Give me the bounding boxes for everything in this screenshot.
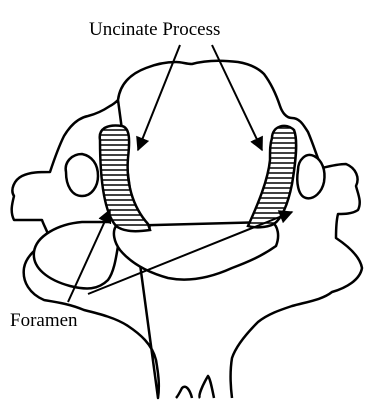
right-transverse-foramen — [297, 155, 324, 198]
foramen-label: Foramen — [10, 311, 78, 330]
uncinate-process-label: Uncinate Process — [89, 20, 220, 39]
left-transverse-foramen — [66, 154, 98, 196]
